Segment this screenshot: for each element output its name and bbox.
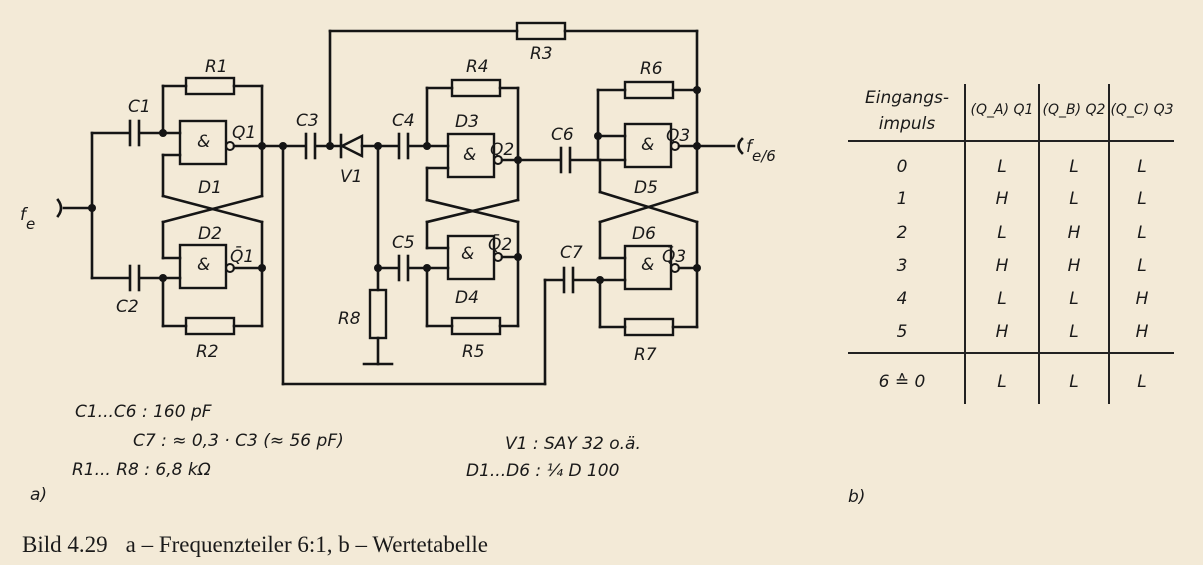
row-1-q3: L [1137,189,1147,209]
output-terminal [737,137,744,155]
label-c1: C1 [128,97,151,117]
label-d6: D6 [632,224,656,244]
label-v1: V1 [340,167,362,187]
resistor-r7 [623,317,675,337]
row-4-q2: L [1069,289,1079,309]
row-1-impuls: 1 [896,189,908,209]
row-3-impuls: 3 [896,256,908,276]
caption-text: a – Frequenzteiler 6:1, b – Wertetabelle [125,532,489,557]
label-c5: C5 [392,233,415,253]
header-eingangs: Eingangs- [864,88,949,108]
row-4-q1: L [997,289,1007,309]
label-r1: R1 [205,57,228,77]
header-q2: (Q_B) Q2 [1042,102,1106,118]
row-0-impuls: 0 [896,157,908,177]
row-0-q3: L [1137,157,1147,177]
figure-caption: Bild 4.29 a – Frequenzteiler 6:1, b – Wer… [22,532,506,558]
note-resistors: R1... R8 : 6,8 kΩ [72,460,211,480]
gate-symbol-d6: & [641,255,654,275]
label-c7: C7 [560,243,583,263]
part-label-a: a) [30,485,47,505]
label-q3: Q3 [666,126,690,146]
input-terminal [56,198,63,218]
gate-symbol-d3: & [463,145,476,165]
label-r4: R4 [466,57,489,77]
note-gates: D1...D6 : ¼ D 100 [466,461,620,481]
gate-symbol-d5: & [641,135,654,155]
label-d2: D2 [198,224,222,244]
label-r8: R8 [338,309,361,329]
row-3-q3: L [1137,256,1147,276]
gate-d1 [178,119,228,166]
label-c3: C3 [296,111,319,131]
gate-symbol-d2: & [197,255,210,275]
label-r6: R6 [640,59,663,79]
gate-d3 [446,132,496,179]
label-q2: Q2 [490,140,514,160]
row-3-q2: H [1067,256,1081,276]
resistor-r2 [184,316,236,336]
label-d5: D5 [634,178,658,198]
label-q3-bar: Q̄3 [662,245,686,267]
final-row-q2: L [1069,372,1079,392]
row-5-q1: H [995,322,1009,342]
note-c7: C7 : ≈ 0,3 · C3 (≈ 56 pF) [133,431,344,451]
gate-symbol-d1: & [197,132,210,152]
final-row-impuls: 6 ≙ 0 [878,372,926,392]
label-d1: D1 [198,178,222,198]
resistor-r4 [450,78,502,98]
label-q2-bar: Q̄2 [488,233,512,255]
header-q1: (Q_A) Q1 [970,102,1034,118]
row-0-q1: L [997,157,1007,177]
caption-figure-number: Bild 4.29 [22,532,108,557]
row-0-q2: L [1069,157,1079,177]
label-c6: C6 [551,125,574,145]
label-q1: Q1 [232,123,256,143]
label-d3: D3 [455,112,479,132]
row-2-impuls: 2 [896,223,908,243]
note-v1: V1 : SAY 32 o.ä. [505,434,641,454]
header-q3: (Q_C) Q3 [1110,102,1174,118]
label-r3: R3 [530,44,553,64]
row-5-impuls: 5 [896,322,908,342]
diode-v1 [339,134,364,158]
header-impuls: impuls [878,114,936,134]
label-q1-bar: Q̄1 [230,245,254,267]
row-1-q2: L [1069,189,1079,209]
label-d4: D4 [455,288,479,308]
input-label: fe [20,205,35,233]
resistor-r6 [623,80,675,100]
final-row-q3: L [1137,372,1147,392]
row-4-q3: H [1135,289,1149,309]
resistor-r3 [515,21,567,41]
row-3-q1: H [995,256,1009,276]
label-r7: R7 [634,345,657,365]
note-capacitors: C1...C6 : 160 pF [75,402,212,422]
row-4-impuls: 4 [896,289,908,309]
resistor-r8 [368,288,388,340]
resistor-r5 [450,316,502,336]
label-r5: R5 [462,342,485,362]
row-1-q1: H [995,189,1009,209]
truth-table: Eingangs- impuls (Q_A) Q1 (Q_B) Q2 (Q_C)… [848,84,1174,406]
gate-symbol-d4: & [461,244,474,264]
row-2-q3: L [1137,223,1147,243]
label-r2: R2 [196,342,219,362]
row-5-q3: H [1135,322,1149,342]
output-label: fe/6 [746,137,776,165]
final-row-q1: L [997,372,1007,392]
row-2-q1: L [997,223,1007,243]
part-label-b: b) [848,487,865,507]
label-c2: C2 [116,297,139,317]
label-c4: C4 [392,111,415,131]
row-2-q2: H [1067,223,1081,243]
resistor-r1 [184,76,236,96]
row-5-q2: L [1069,322,1079,342]
